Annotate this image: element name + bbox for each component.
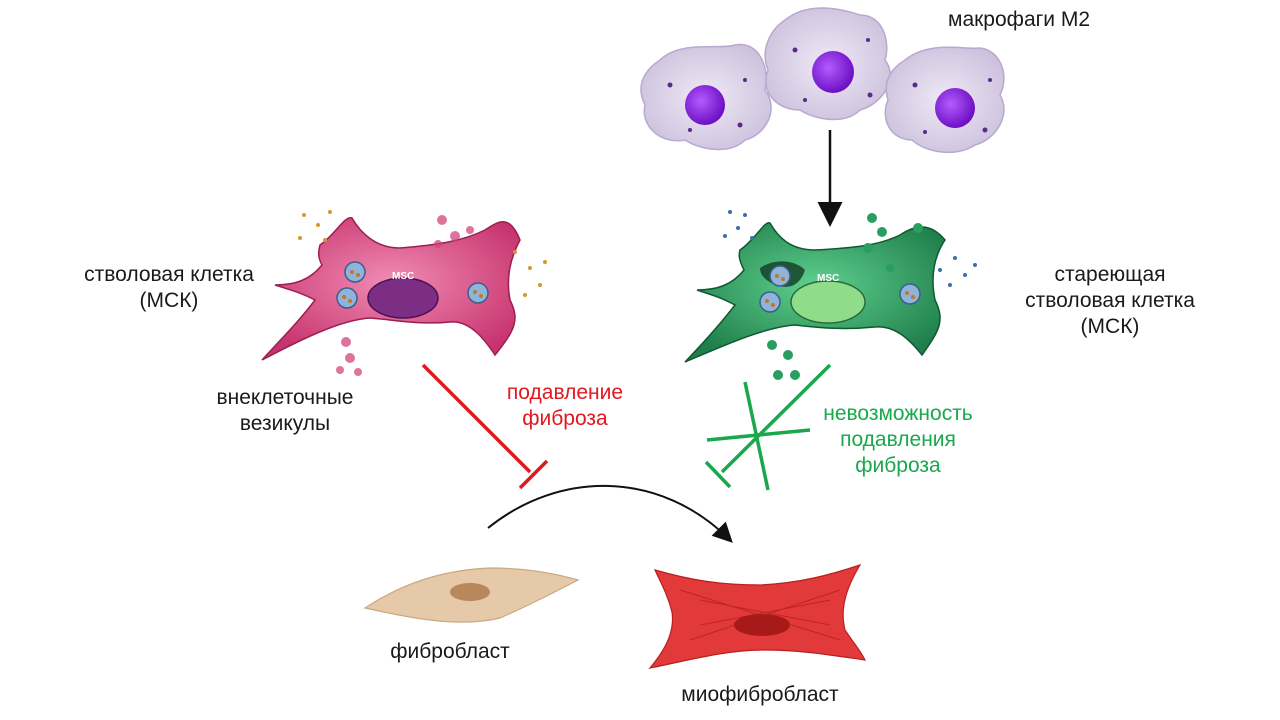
label-senescent-stem-cell: стареющая стволовая клетка (МСК) (1025, 263, 1195, 338)
macrophage-2 (764, 7, 891, 121)
label-extracellular-vesicles: внеклеточные везикулы (216, 386, 354, 435)
label-failed-suppression: невозможность подавления фиброза (823, 402, 973, 477)
fibroblast-cell (363, 567, 580, 623)
macrophage-3 (884, 46, 1005, 153)
macrophage-1 (640, 43, 772, 151)
label-myofibroblast: миофибробласт (681, 683, 839, 706)
label-m2-macrophages: макрофаги М2 (948, 8, 1091, 31)
label-stem-cell: стволовая клетка (МСК) (84, 263, 254, 312)
transition-arrow (487, 485, 733, 543)
macrophage-cells (640, 7, 1005, 153)
extracellular-vesicles-left (298, 210, 547, 376)
stem-cell: MSC (261, 217, 521, 361)
label-fibroblast: фибробласт (390, 640, 510, 663)
extracellular-vesicles-right (723, 210, 977, 380)
suppression-inhibitor (421, 363, 549, 490)
failed-suppression-inhibitor (704, 363, 832, 491)
myofibroblast-cell (648, 563, 867, 669)
msc-tag-left: MSC (392, 271, 414, 282)
label-suppression-fibrosis: подавление фиброза (506, 381, 624, 430)
senescent-stem-cell: MSC (684, 222, 946, 363)
msc-tag-right: MSC (817, 273, 839, 284)
